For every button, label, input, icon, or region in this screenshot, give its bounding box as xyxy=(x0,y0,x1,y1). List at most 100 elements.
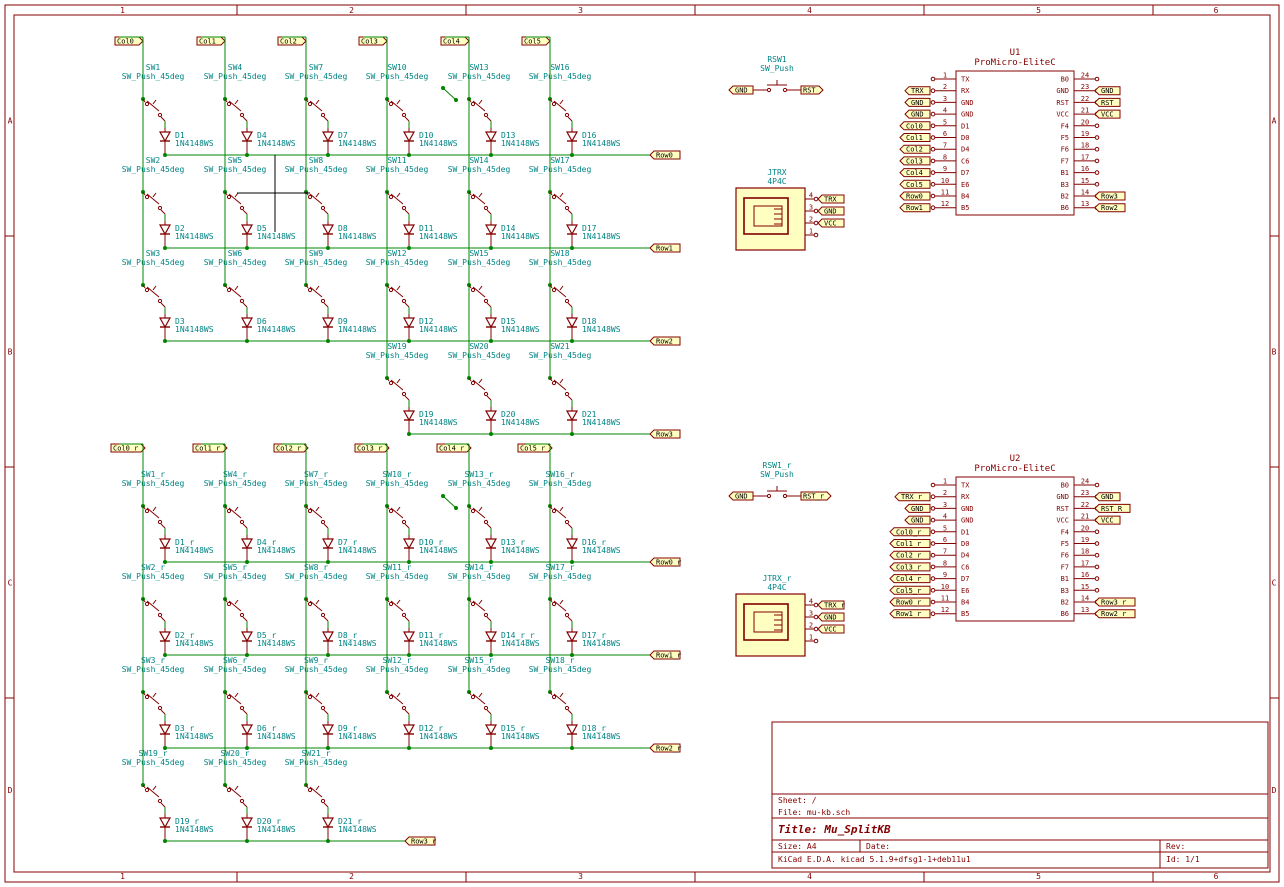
junction xyxy=(245,246,249,250)
mcu-pin-name: B1 xyxy=(1061,169,1069,177)
label-flag xyxy=(904,109,931,119)
switch-ref: SW5 xyxy=(228,156,243,165)
frame-column-label: 1 xyxy=(120,6,125,15)
switch-value: SW_Push_45deg xyxy=(366,351,429,360)
junction xyxy=(326,746,330,750)
mcu-pin-name: GND xyxy=(1056,493,1069,501)
switch-lead xyxy=(160,302,166,308)
mcu-pin-end xyxy=(930,205,936,210)
mcu-pin-name: B6 xyxy=(1061,204,1069,212)
mcu-pin-number: 14 xyxy=(1081,189,1089,197)
diode-body xyxy=(402,410,416,422)
switch-lead xyxy=(323,616,329,622)
switch-value: SW_Push_45deg xyxy=(285,258,348,267)
switch-lead xyxy=(486,209,492,215)
label-text: Row3_r xyxy=(411,838,436,846)
diode-ref: D11_r xyxy=(419,631,443,640)
jack-ref: JTRX xyxy=(767,168,786,177)
jack-pin-number: 3 xyxy=(809,610,813,618)
switch-ref: SW14_r xyxy=(465,563,494,572)
row-label-row2_r: Row2_r xyxy=(649,743,681,753)
mcu-right-label: VCC xyxy=(1094,109,1121,119)
mcu-left-label: Row1_r xyxy=(889,609,931,619)
junction xyxy=(245,839,249,843)
switch-lead xyxy=(549,598,553,603)
switch-lead xyxy=(386,191,390,196)
mcu-left-label: Col3 xyxy=(899,156,931,166)
switch-ref: SW7 xyxy=(309,63,324,72)
switch-ref: SW8 xyxy=(309,156,324,165)
label-flag xyxy=(904,503,931,513)
switch-value: SW_Push_45deg xyxy=(366,72,429,81)
label-flag xyxy=(899,121,931,131)
mcu-pin-number: 10 xyxy=(941,177,949,185)
label-flag xyxy=(649,150,681,160)
switch-lead xyxy=(468,598,472,603)
switch-contact xyxy=(388,601,394,607)
switch-contact xyxy=(239,705,245,711)
switch-plunger xyxy=(396,378,401,384)
mcu-pin-name: B3 xyxy=(1061,587,1069,595)
switch-value: SW_Push_45deg xyxy=(204,665,267,674)
diode-value: 1N4148WS xyxy=(338,139,377,148)
junction xyxy=(163,653,167,657)
diode-ref: D3_r xyxy=(175,724,194,733)
column-label-col0: Col0 xyxy=(114,36,144,46)
jack-net-label: VCC xyxy=(817,624,845,634)
frame-column-label: 4 xyxy=(807,872,812,881)
mcu-pin-name: B3 xyxy=(1061,181,1069,189)
switch-contact xyxy=(226,287,232,293)
switch-value: SW_Push_45deg xyxy=(204,758,267,767)
label-text: Row2 xyxy=(656,338,673,346)
junction xyxy=(570,560,574,564)
switch-plunger xyxy=(315,285,320,291)
switch-contact xyxy=(470,101,476,107)
diode-ref: D6_r xyxy=(257,724,276,733)
diode-ref: D20 xyxy=(501,410,516,419)
label-text: GND xyxy=(911,505,924,513)
switch-sw2_r: SW2_rSW_Push_45deg xyxy=(122,563,184,628)
mcu-pin-end xyxy=(930,123,936,129)
label-text: VCC xyxy=(824,626,837,634)
switch-value: SW_Push_45deg xyxy=(122,72,185,81)
diode-body xyxy=(565,724,579,736)
mcu-pin-name: D0 xyxy=(961,134,969,142)
frame-column-label: 3 xyxy=(578,6,583,15)
frame-column-label: 1 xyxy=(120,872,125,881)
jack-pin-number: 1 xyxy=(809,228,813,236)
mcu-left-label: Col3_r xyxy=(889,562,931,572)
switch-contact xyxy=(470,380,476,386)
mcu-pin-number: 13 xyxy=(1081,606,1089,614)
mcu-pin-end xyxy=(930,170,936,175)
mcu-pin-name: RX xyxy=(961,87,970,95)
frame-row-label: A xyxy=(8,117,13,126)
diode-value: 1N4148WS xyxy=(501,639,540,648)
switch-contact xyxy=(226,694,232,700)
jack-net-label: TRX_r xyxy=(817,600,845,610)
mcu-pin-name: D4 xyxy=(961,552,969,560)
column-label-col1_r: Col1_r xyxy=(192,443,228,453)
mcu-left-label: Col0_r xyxy=(889,527,931,537)
label-flag xyxy=(889,574,931,584)
switch-plunger xyxy=(559,99,564,105)
junction xyxy=(489,246,493,250)
switch-value: SW_Push_45deg xyxy=(122,165,185,174)
switch-value: SW_Push_45deg xyxy=(529,165,592,174)
mcu-pin-number: 16 xyxy=(1081,165,1089,173)
mcu-pin-number: 15 xyxy=(1081,583,1089,591)
tb-title: Title: Mu_SplitKB xyxy=(778,823,891,836)
label-text: Col4 xyxy=(443,38,460,46)
mcu-pin-number: 7 xyxy=(943,142,947,150)
switch-plunger xyxy=(315,692,320,698)
switch-contact xyxy=(144,787,150,793)
